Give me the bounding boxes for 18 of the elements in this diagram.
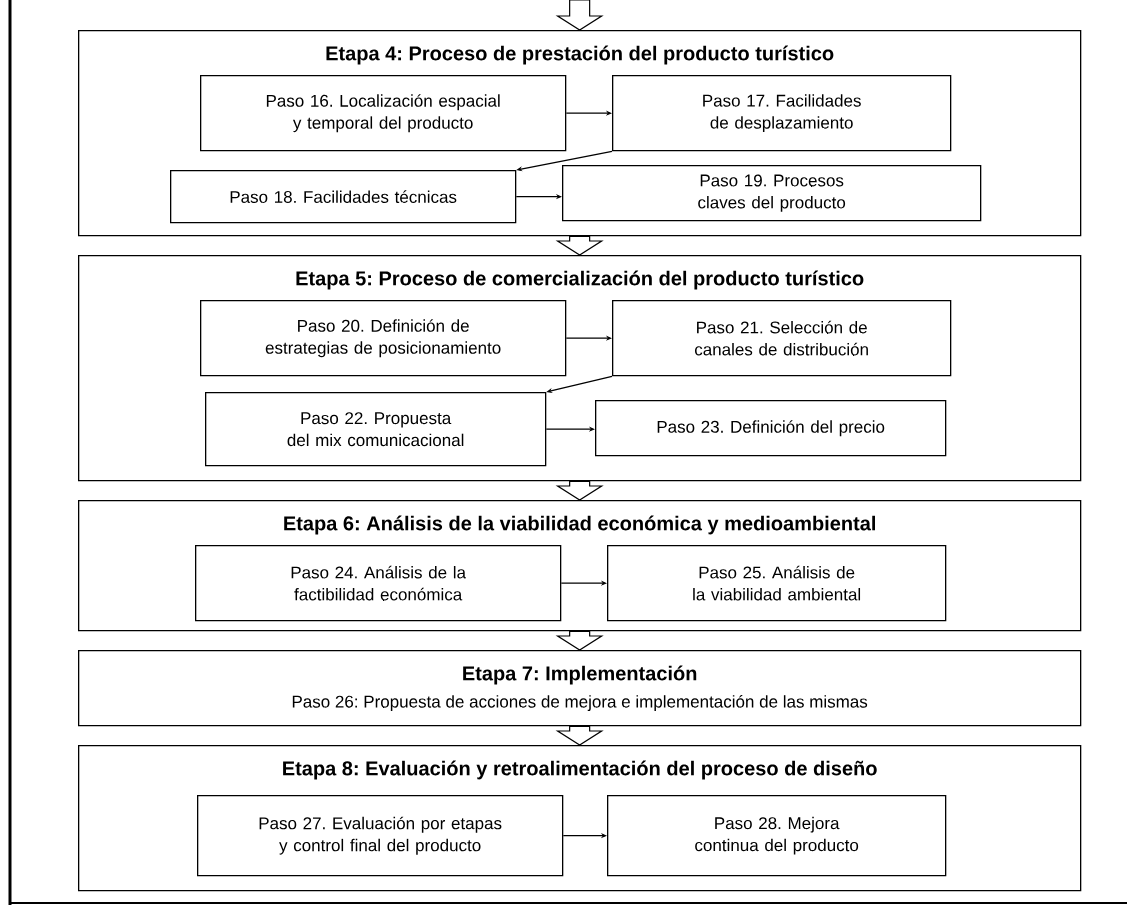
step-box: Paso 20. Definición de estrategias de posicionamiento [200,300,567,377]
step-box: Paso 23. Definición del precio [595,400,947,457]
step-box: Paso 19. Procesos claves del producto [562,165,982,222]
step-box: Paso 16. Localización espacial y temporal del producto [200,75,567,152]
stage-box: Etapa 7: Implementación Paso 26: Propuesta de acciones de mejora e implementación de las mismas [78,650,1082,727]
step-box: Paso 21. Selección de canales de distribución [612,300,952,377]
block-arrow [555,725,604,746]
step-box: Paso 28. Mejora continua del producto [607,795,947,877]
step-box: Paso 24. Análisis de la factibilidad económica [195,545,562,622]
step-box: Paso 17. Facilidades de desplazamiento [612,75,952,152]
block-arrow [555,480,604,501]
block-arrow [555,235,604,256]
step-box: Paso 27. Evaluación por etapas y control final del producto [197,795,564,877]
step-box: Paso 22. Propuesta del mix comunicacional [205,392,547,467]
step-box: Paso 25. Análisis de la viabilidad ambiental [607,545,947,622]
step-box: Paso 18. Facilidades técnicas [170,170,517,224]
block-arrow [555,0,604,31]
block-arrow [555,630,604,651]
